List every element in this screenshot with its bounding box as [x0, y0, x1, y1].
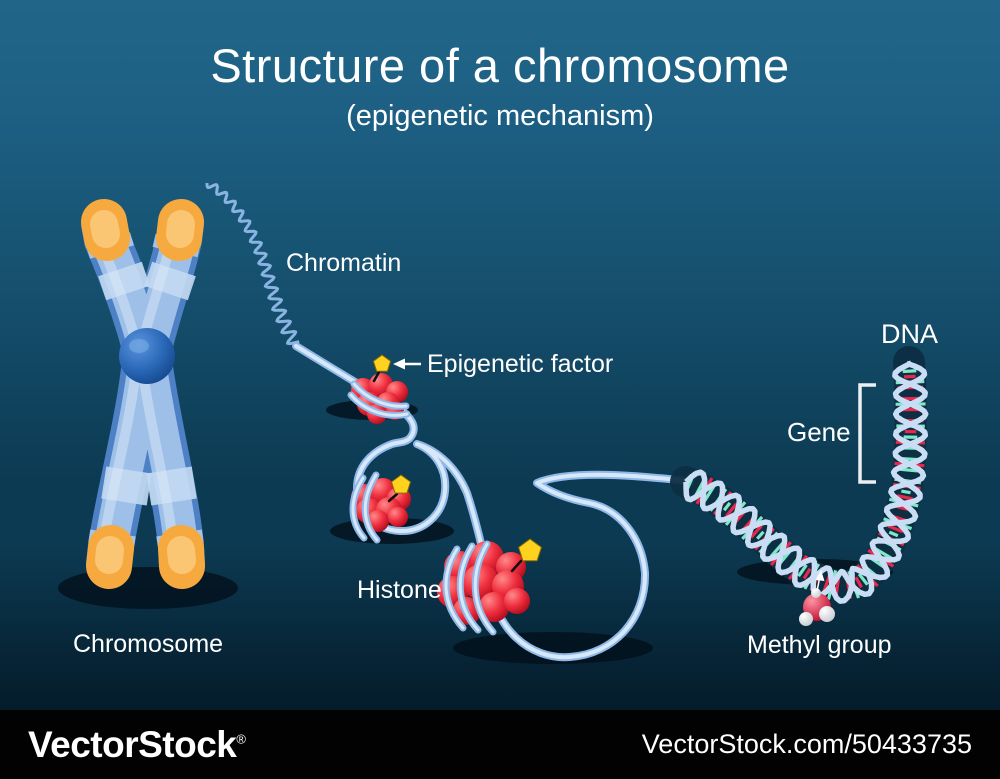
- methyl-group-molecule: [799, 588, 835, 626]
- gene-bracket: [858, 383, 876, 484]
- page-subtitle: (epigenetic mechanism): [346, 100, 654, 132]
- label-epigenetic-factor: Epigenetic factor: [427, 350, 614, 378]
- chromosome-illustration: [81, 199, 205, 589]
- vectorstock-url: VectorStock.com/50433735: [641, 729, 972, 759]
- label-histone: Histone: [357, 576, 442, 604]
- epigenetic-factor-icon: [372, 354, 542, 573]
- centromere: [119, 328, 175, 384]
- page-title: Structure of a chromosome: [210, 39, 790, 92]
- label-dna: DNA: [881, 319, 939, 349]
- label-chromosome: Chromosome: [73, 630, 224, 658]
- label-methyl-group: Methyl group: [747, 631, 892, 659]
- methyl-group-arrow: [815, 570, 825, 592]
- chromatin-fiber-coil: [205, 182, 300, 346]
- dna-double-helix: [670, 346, 929, 604]
- epigenetic-factor-arrow: [393, 358, 421, 370]
- watermark-bar: VectorStock® VectorStock.com/50433735: [0, 710, 1000, 779]
- chromatin-strand: [292, 342, 694, 662]
- vectorstock-logo: VectorStock®: [28, 724, 246, 765]
- registered-mark: ®: [236, 731, 246, 747]
- label-gene: Gene: [787, 417, 851, 447]
- label-chromatin: Chromatin: [286, 249, 402, 277]
- histone-complex: [437, 540, 530, 636]
